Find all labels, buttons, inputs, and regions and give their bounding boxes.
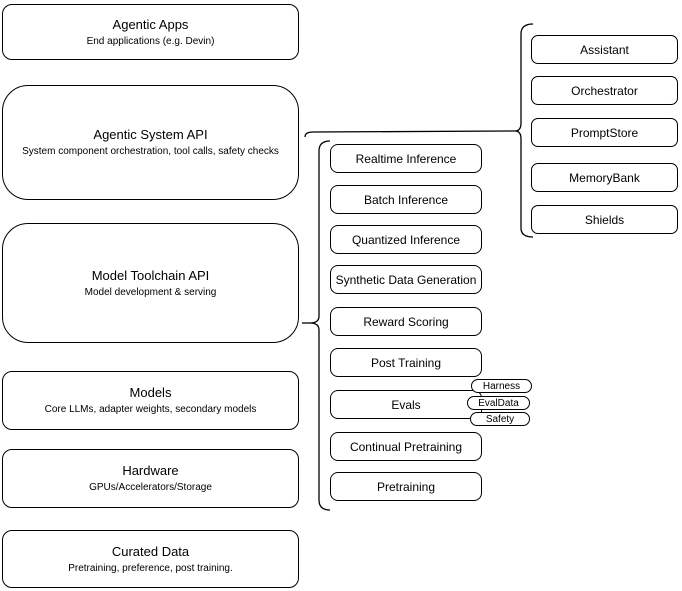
curated-data-box: Curated Data Pretraining, preference, po… xyxy=(2,530,299,588)
box-title: Model Toolchain API xyxy=(91,267,210,283)
hardware-box: Hardware GPUs/Accelerators/Storage xyxy=(2,449,299,508)
model-toolchain-api-box: Model Toolchain API Model development & … xyxy=(2,223,299,343)
box-title: Models xyxy=(129,385,172,400)
box-subtitle: End applications (e.g. Devin) xyxy=(86,35,215,47)
toolchain-item-synthetic-data-generation: Synthetic Data Generation xyxy=(330,265,482,294)
evals-tag-harness: Harness xyxy=(471,379,532,393)
system-connector-line xyxy=(304,130,516,138)
system-component-assistant: Assistant xyxy=(531,35,678,64)
toolchain-item-realtime-inference: Realtime Inference xyxy=(330,144,482,173)
toolchain-item-batch-inference: Batch Inference xyxy=(330,185,482,214)
box-subtitle: System component orchestration, tool cal… xyxy=(22,146,279,157)
box-subtitle: Model development & serving xyxy=(84,286,217,298)
box-title: Hardware xyxy=(122,463,179,478)
system-component-orchestrator: Orchestrator xyxy=(531,76,678,105)
models-box: Models Core LLMs, adapter weights, secon… xyxy=(2,371,299,430)
toolchain-item-quantized-inference: Quantized Inference xyxy=(330,225,482,254)
system-component-shields: Shields xyxy=(531,205,678,234)
toolchain-item-pretraining: Pretraining xyxy=(330,472,482,501)
toolchain-item-reward-scoring: Reward Scoring xyxy=(330,307,482,336)
evals-tag-safety: Safety xyxy=(470,412,530,426)
box-subtitle: Pretraining, preference, post training. xyxy=(68,562,233,574)
agentic-system-api-box: Agentic System API System component orch… xyxy=(2,85,299,200)
system-component-promptstore: PromptStore xyxy=(531,118,678,147)
toolchain-item-evals: Evals xyxy=(330,390,482,419)
box-subtitle: GPUs/Accelerators/Storage xyxy=(89,482,212,493)
system-component-memorybank: MemoryBank xyxy=(531,163,678,192)
box-title: Curated Data xyxy=(111,543,190,559)
box-subtitle: Core LLMs, adapter weights, secondary mo… xyxy=(44,404,257,415)
agentic-apps-box: Agentic Apps End applications (e.g. Devi… xyxy=(2,4,299,60)
toolchain-item-post-training: Post Training xyxy=(330,348,482,377)
toolchain-item-continual-pretraining: Continual Pretraining xyxy=(330,432,482,461)
toolchain-brace xyxy=(309,140,331,511)
box-title: Agentic Apps xyxy=(112,16,189,32)
box-title: Agentic System API xyxy=(93,127,208,142)
evals-tag-evaldata: EvalData xyxy=(467,396,530,410)
